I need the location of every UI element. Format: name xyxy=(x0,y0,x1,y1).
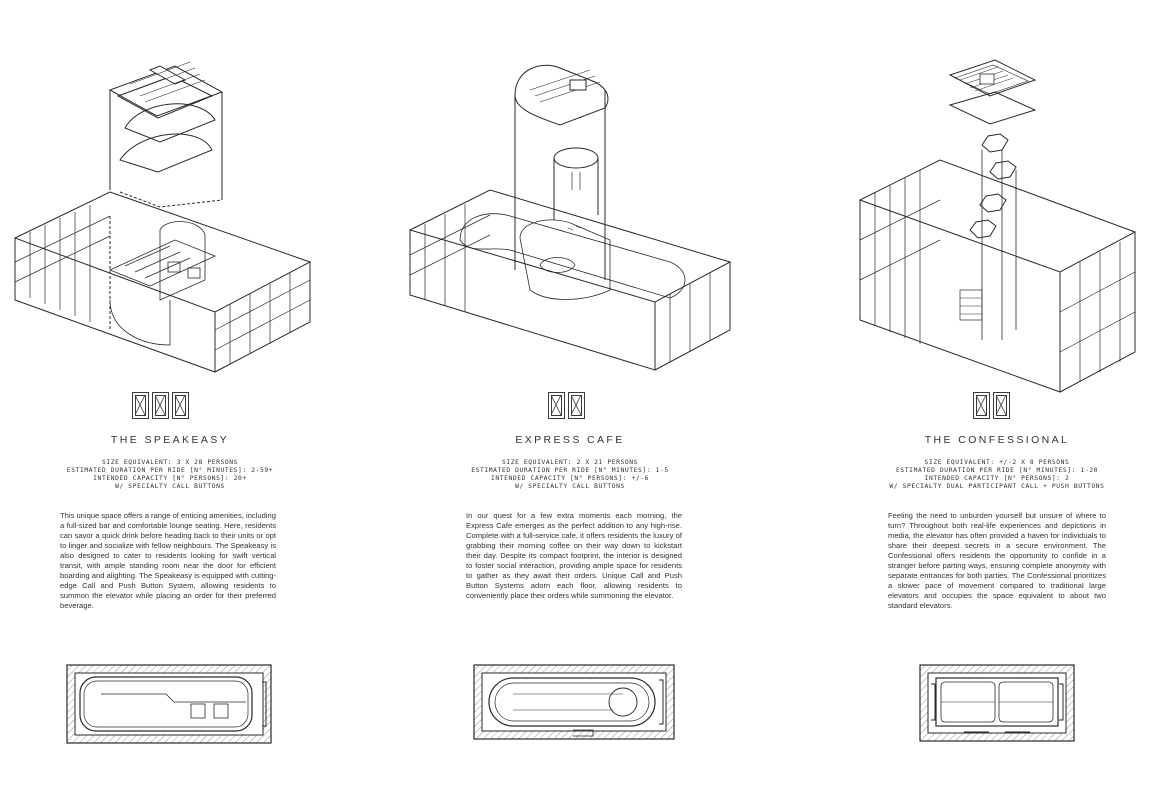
express-cafe-capacity-icons xyxy=(548,392,585,419)
express-cafe-panel: EXPRESS CAFE SIZE EQUIVALENT: 2 X 21 PER… xyxy=(400,0,740,800)
confessional-title: THE CONFESSIONAL xyxy=(924,434,1070,446)
elevator-x-icon xyxy=(976,395,986,415)
confessional-capacity-icons xyxy=(973,392,1010,419)
confessional-floor-plan xyxy=(919,664,1075,742)
express-cafe-specs: SIZE EQUIVALENT: 2 X 21 PERSONS ESTIMATE… xyxy=(400,459,740,491)
speakeasy-ceiling-module xyxy=(108,61,224,208)
speakeasy-axonometric-drawing xyxy=(13,61,312,373)
speakeasy-title: THE SPEAKEASY xyxy=(110,434,230,446)
spec-line: W/ SPECIALTY CALL BUTTONS xyxy=(515,482,625,490)
elevator-x-icon xyxy=(135,395,145,415)
express-cafe-counter-interior xyxy=(459,213,686,300)
spec-line: SIZE EQUIVALENT: 3 X 28 PERSONS xyxy=(101,459,239,466)
spec-line: SIZE EQUIVALENT: 2 X 21 PERSONS xyxy=(501,459,639,466)
elevator-x-icon xyxy=(175,395,185,415)
speakeasy-floor-plan xyxy=(66,664,272,744)
spec-line: ESTIMATED DURATION PER RIDE [N° MINUTES]… xyxy=(896,466,1098,474)
speakeasy-panel: THE SPEAKEASY SIZE EQUIVALENT: 3 X 28 PE… xyxy=(0,0,340,800)
elevator-door-icon xyxy=(568,392,585,419)
speakeasy-capacity-icons xyxy=(132,392,189,419)
express-cafe-description: In our quest for a few extra moments eac… xyxy=(466,510,682,601)
express-cafe-cab-enclosure xyxy=(408,189,732,371)
confessional-specs: SIZE EQUIVALENT: +/-2 X 8 PERSONS ESTIMA… xyxy=(830,459,1164,491)
speakeasy-specs: SIZE EQUIVALENT: 3 X 28 PERSONS ESTIMATE… xyxy=(0,459,340,491)
confessional-booth-columns xyxy=(969,133,1017,340)
elevator-door-icon xyxy=(548,392,565,419)
spec-line: INTENDED CAPACITY [N° PERSONS]: 20+ xyxy=(93,474,247,482)
spec-line: W/ SPECIALTY DUAL PARTICIPANT CALL + PUS… xyxy=(889,482,1105,490)
elevator-x-icon xyxy=(551,395,561,415)
speakeasy-cab-enclosure xyxy=(13,191,312,373)
speakeasy-bar-interior xyxy=(108,221,217,346)
spec-line: ESTIMATED DURATION PER RIDE [N° MINUTES]… xyxy=(66,466,274,474)
express-cafe-floor-plan xyxy=(473,664,675,740)
elevator-door-icon xyxy=(993,392,1010,419)
confessional-description: Feeling the need to unburden yourself bu… xyxy=(888,510,1106,611)
confessional-axonometric-drawing xyxy=(858,59,1137,393)
express-cafe-axonometric-drawing xyxy=(408,64,732,371)
spec-line: W/ SPECIALTY CALL BUTTONS xyxy=(115,482,225,490)
spec-line: ESTIMATED DURATION PER RIDE [N° MINUTES]… xyxy=(471,466,669,474)
spec-line: INTENDED CAPACITY [N° PERSONS]: 2 xyxy=(924,474,1070,482)
spec-line: INTENDED CAPACITY [N° PERSONS]: +/-6 xyxy=(490,474,650,482)
elevator-door-icon xyxy=(152,392,169,419)
confessional-panel: THE CONFESSIONAL SIZE EQUIVALENT: +/-2 X… xyxy=(830,0,1164,800)
express-cafe-ceiling-module xyxy=(514,64,609,280)
elevator-x-icon xyxy=(155,395,165,415)
elevator-door-icon xyxy=(172,392,189,419)
elevator-door-icon xyxy=(132,392,149,419)
confessional-cab-enclosure xyxy=(858,159,1137,393)
spec-line: SIZE EQUIVALENT: +/-2 X 8 PERSONS xyxy=(924,459,1070,466)
speakeasy-description: This unique space offers a range of enti… xyxy=(60,510,276,611)
express-cafe-title: EXPRESS CAFE xyxy=(515,434,625,446)
elevator-x-icon xyxy=(571,395,581,415)
confessional-ceiling-module xyxy=(948,59,1037,125)
elevator-door-icon xyxy=(973,392,990,419)
elevator-x-icon xyxy=(996,395,1006,415)
